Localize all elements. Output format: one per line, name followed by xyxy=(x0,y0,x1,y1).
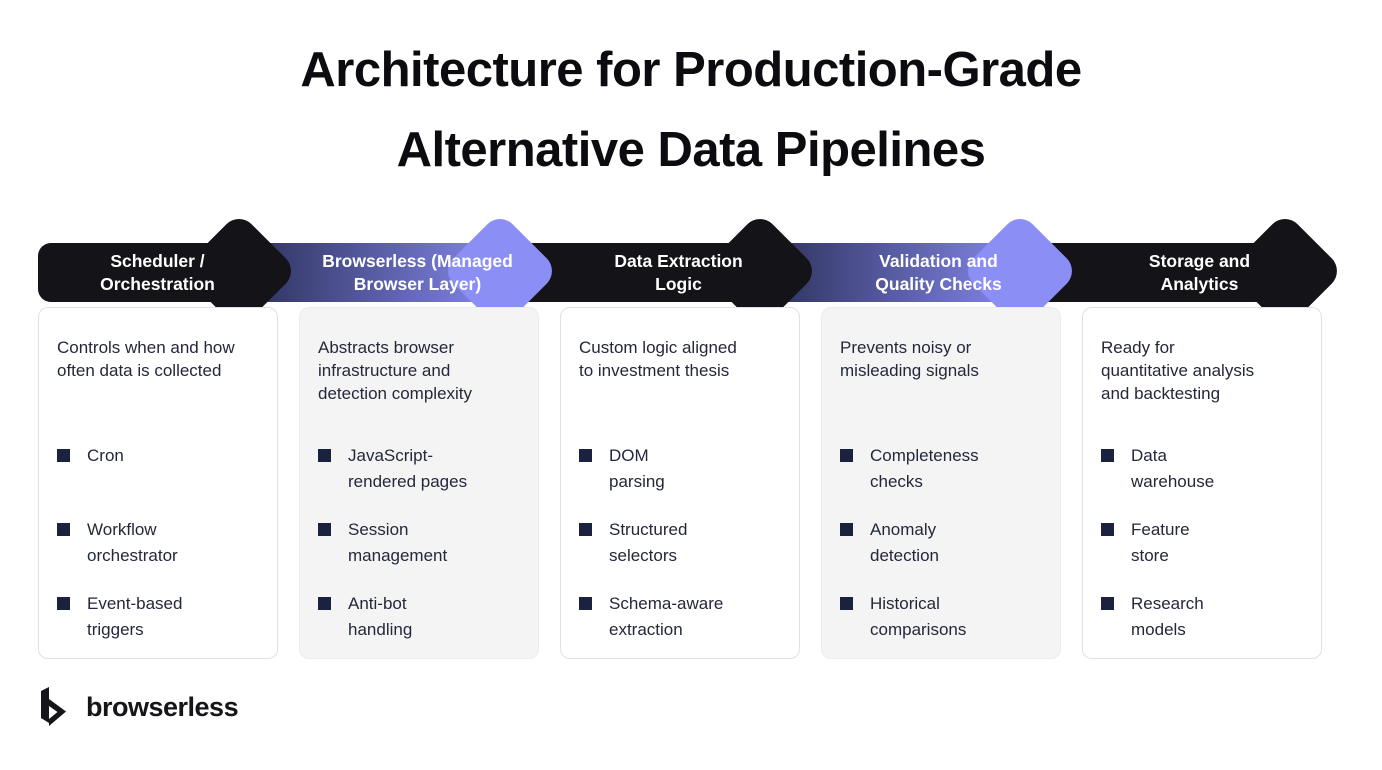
square-bullet-icon xyxy=(1101,449,1114,462)
bullet-text: Historical comparisons xyxy=(870,594,967,639)
stage-card-extraction: Custom logic aligned to investment thesi… xyxy=(560,307,800,659)
square-bullet-icon xyxy=(318,449,331,462)
square-bullet-icon xyxy=(840,523,853,536)
stage-card-storage: Ready for quantitative analysis and back… xyxy=(1082,307,1322,659)
bullet-text: Completeness checks xyxy=(870,446,979,491)
bullet-item: Anomaly detection xyxy=(840,517,1050,569)
square-bullet-icon xyxy=(1101,597,1114,610)
brand-wordmark: browserless xyxy=(86,691,239,722)
square-bullet-icon xyxy=(840,597,853,610)
browserless-b-icon xyxy=(41,687,66,726)
stage-card-scheduler: Controls when and how often data is coll… xyxy=(38,307,278,659)
stage-label-extraction: Data Extraction Logic xyxy=(614,250,743,294)
bullet-text: Event-based triggers xyxy=(87,594,183,639)
bullet-text: Anti-bot handling xyxy=(348,594,413,639)
square-bullet-icon xyxy=(318,597,331,610)
stage-label-validation: Validation and Quality Checks xyxy=(875,250,1002,294)
bullet-text: Feature store xyxy=(1131,520,1190,565)
bullet-item: Historical comparisons xyxy=(840,591,1050,643)
page-title: Architecture for Production-Grade Altern… xyxy=(300,43,1082,177)
stage-description: Ready for quantitative analysis and back… xyxy=(1101,338,1255,403)
stage-bullet-list: Completeness checks Anomaly detection Hi… xyxy=(840,443,1050,665)
stage-bullet-list: DOM parsing Structured selectors Schema-… xyxy=(579,443,789,665)
stage-bullet-list: JavaScript- rendered pages Session manag… xyxy=(318,443,528,665)
bullet-item: Data warehouse xyxy=(1101,443,1311,495)
bullet-text: DOM parsing xyxy=(609,446,665,491)
stage-label-browserless: Browserless (Managed Browser Layer) xyxy=(322,250,513,294)
bullet-item: JavaScript- rendered pages xyxy=(318,443,528,495)
square-bullet-icon xyxy=(318,523,331,536)
bullet-text: Workflow orchestrator xyxy=(87,520,178,565)
stage-bullet-list: Cron Workflow orchestrator Event-based t… xyxy=(57,443,267,665)
bullet-item: Event-based triggers xyxy=(57,591,267,643)
square-bullet-icon xyxy=(57,523,70,536)
bullet-item: DOM parsing xyxy=(579,443,789,495)
square-bullet-icon xyxy=(840,449,853,462)
square-bullet-icon xyxy=(579,523,592,536)
bullet-text: Session management xyxy=(348,520,448,565)
bullet-item: Workflow orchestrator xyxy=(57,517,267,569)
bullet-item: Session management xyxy=(318,517,528,569)
bullet-item: Feature store xyxy=(1101,517,1311,569)
bullet-text: JavaScript- rendered pages xyxy=(348,446,468,491)
stage-description: Abstracts browser infrastructure and det… xyxy=(318,338,473,403)
square-bullet-icon xyxy=(1101,523,1114,536)
bullet-item: Research models xyxy=(1101,591,1311,643)
stage-description: Controls when and how often data is coll… xyxy=(57,338,235,380)
bullet-item: Anti-bot handling xyxy=(318,591,528,643)
stage-description: Prevents noisy or misleading signals xyxy=(840,338,979,380)
pipeline-arrow-flow: Scheduler / Orchestration Browserless (M… xyxy=(0,211,1382,331)
bullet-text: Research models xyxy=(1131,594,1204,639)
bullet-item: Completeness checks xyxy=(840,443,1050,495)
bullet-text: Schema-aware extraction xyxy=(609,594,724,639)
bullet-item: Schema-aware extraction xyxy=(579,591,789,643)
bullet-text: Cron xyxy=(87,446,124,465)
stage-card-browserless: Abstracts browser infrastructure and det… xyxy=(299,307,539,659)
stage-bullet-list: Data warehouse Feature store Research mo… xyxy=(1101,443,1311,665)
bullet-text: Data warehouse xyxy=(1131,446,1215,491)
bullet-item: Cron xyxy=(57,443,267,495)
stage-label-scheduler: Scheduler / Orchestration xyxy=(100,250,215,294)
stage-description: Custom logic aligned to investment thesi… xyxy=(579,338,737,380)
square-bullet-icon xyxy=(57,449,70,462)
bullet-text: Anomaly detection xyxy=(870,520,939,565)
stage-label-storage: Storage and Analytics xyxy=(1148,250,1251,294)
bullet-item: Structured selectors xyxy=(579,517,789,569)
stage-card-validation: Prevents noisy or misleading signals Com… xyxy=(821,307,1061,659)
square-bullet-icon xyxy=(57,597,70,610)
stage-cards-row: Controls when and how often data is coll… xyxy=(38,307,1322,659)
bullet-text: Structured selectors xyxy=(609,520,688,565)
square-bullet-icon xyxy=(579,597,592,610)
footer-brand: browserless xyxy=(36,685,239,729)
square-bullet-icon xyxy=(579,449,592,462)
